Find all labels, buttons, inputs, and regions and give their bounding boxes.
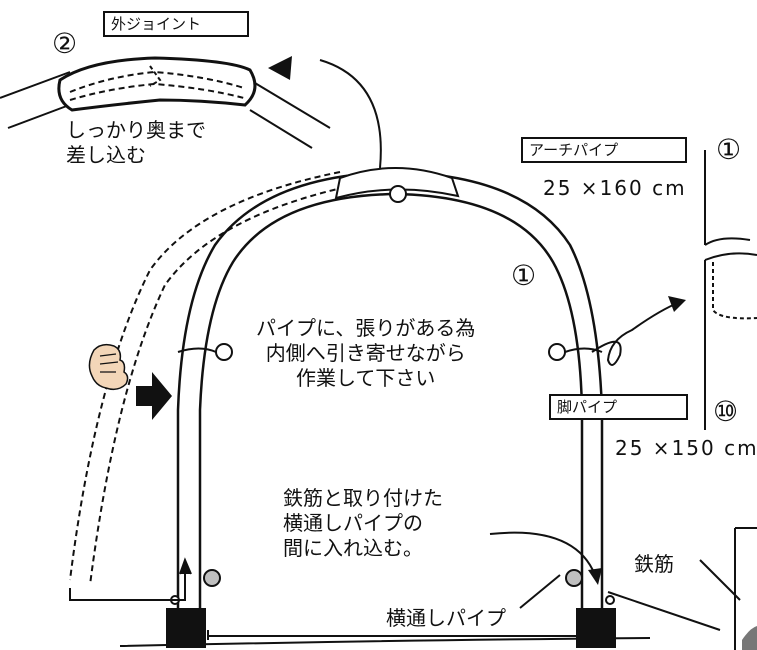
hand-icon — [88, 343, 129, 391]
joint-detail — [0, 56, 331, 149]
arch-part-number-side: ① — [716, 133, 742, 166]
leg-part-number: ⑩ — [713, 395, 739, 428]
dashed-arch-outline — [69, 171, 341, 581]
outer-joint-label: 外ジョイント — [103, 11, 249, 37]
right-arrow-icon — [136, 372, 172, 420]
step-joint-number: ② — [52, 27, 78, 60]
right-lower-bolt — [565, 569, 583, 587]
left-joint-bolt — [215, 343, 233, 361]
right-footing — [576, 608, 616, 648]
top-joint — [334, 167, 460, 200]
insert-instruction: しっかり奥まで 差し込む — [66, 118, 206, 167]
right-joint-bolt — [548, 343, 566, 361]
leg-pipe-label: 脚パイプ — [549, 394, 688, 420]
outer-joint-sleeve — [57, 56, 257, 112]
tension-note: パイプに、張りがある為 内側へ引き寄せながら 作業して下さい — [256, 316, 476, 390]
pipe-detail — [704, 150, 757, 430]
arch-pipe-label: アーチパイプ — [521, 137, 687, 163]
left-footing — [166, 608, 206, 648]
left-lower-bolt — [203, 569, 221, 587]
leg-pipe-size: 25 ×150 cm — [615, 436, 757, 460]
swirl-arrow-icon — [591, 301, 681, 366]
rebar-note: 鉄筋と取り付けた 横通しパイプの 間に入れ込む。 — [283, 486, 443, 560]
curved-arrow-icon — [319, 59, 382, 169]
horizontal-pipe-label: 横通しパイプ — [386, 606, 506, 630]
arch-part-number-center: ① — [511, 259, 537, 292]
arch-pipe-size: 25 ×160 cm — [543, 176, 687, 200]
rebar-device — [734, 527, 757, 650]
rebar-label: 鉄筋 — [634, 552, 674, 576]
